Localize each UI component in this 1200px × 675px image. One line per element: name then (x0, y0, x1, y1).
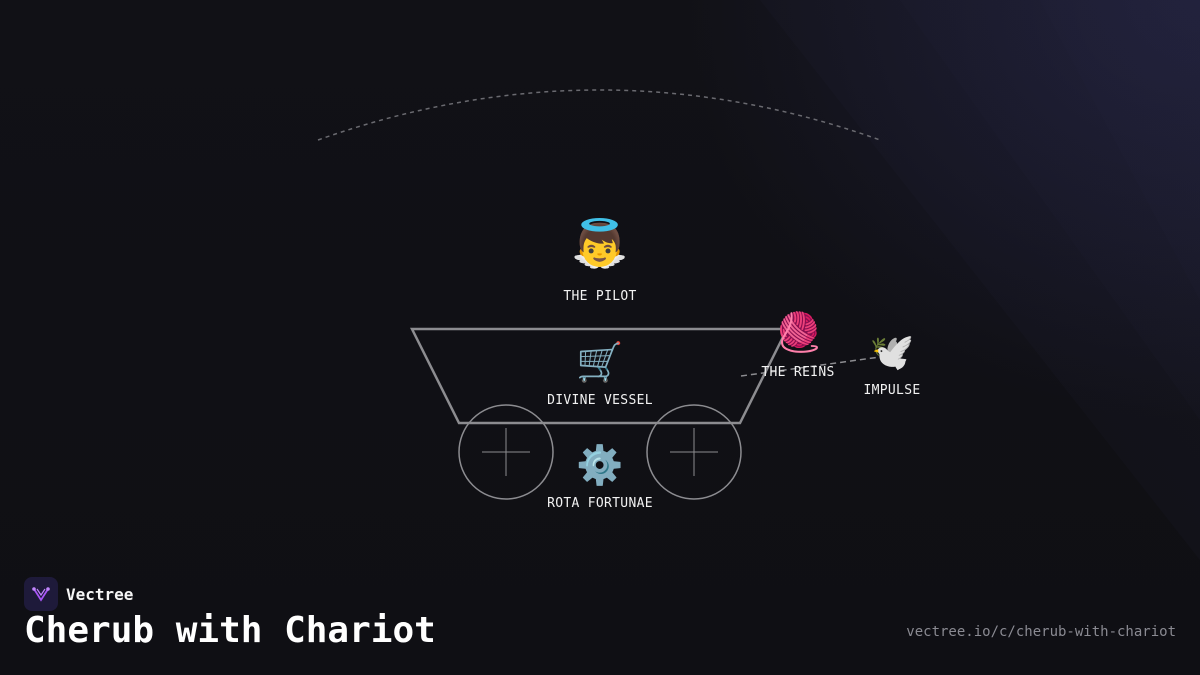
wheel-label: ROTA FORTUNAE (547, 496, 653, 511)
brand[interactable]: Vectree (24, 577, 133, 611)
left-wheel (458, 404, 554, 500)
gear-icon: ⚙️ (576, 443, 624, 487)
vessel-label: DIVINE VESSEL (547, 393, 653, 408)
brand-name: Vectree (66, 584, 134, 604)
shopping-cart-icon: 🛒 (576, 340, 624, 384)
dove-icon: 🕊️ (869, 332, 915, 373)
page-title: Cherub with Chariot (24, 610, 436, 651)
cherub-icon: 👼 (571, 216, 629, 270)
right-wheel (646, 404, 742, 500)
page-url[interactable]: vectree.io/c/cherub-with-chariot (906, 624, 1176, 640)
pilot-label: THE PILOT (563, 289, 637, 304)
reins-line (740, 356, 881, 377)
reins-label: THE REINS (761, 365, 835, 380)
vectree-logo-icon (24, 577, 58, 611)
impulse-label: IMPULSE (863, 383, 921, 398)
dashed-arc (317, 89, 881, 141)
chariot-body (409, 327, 790, 425)
yarn-icon: 🧶 (775, 310, 823, 354)
